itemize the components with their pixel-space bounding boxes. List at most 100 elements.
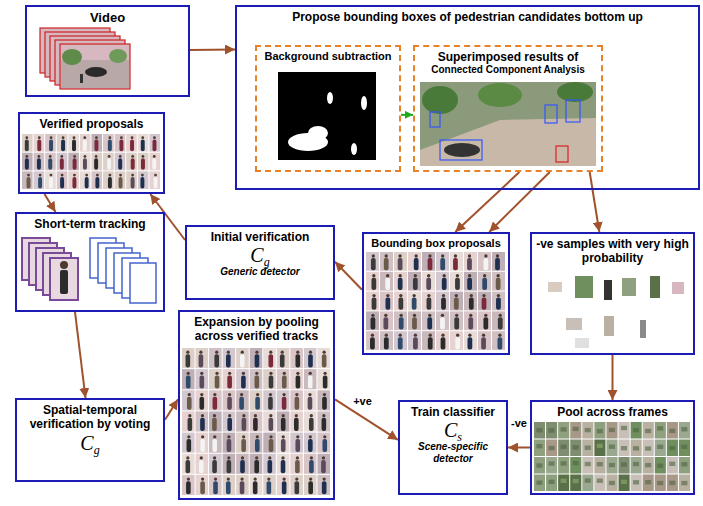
image-tile [594, 457, 605, 474]
pedestrian-figure [253, 418, 258, 431]
image-tile [464, 292, 477, 311]
image-tile [250, 369, 263, 389]
pedestrian-figure [38, 177, 42, 189]
pedestrian-figure [242, 418, 247, 431]
pedestrian-head [142, 155, 145, 158]
image-tile [366, 311, 379, 330]
pedestrian-figure [454, 298, 459, 310]
image-tile [582, 422, 593, 439]
pedestrian-head [442, 294, 445, 297]
texture-stroke [561, 445, 567, 449]
stage-box: Background subtraction [255, 45, 401, 172]
texture-stroke [621, 480, 627, 484]
mask-blob [351, 143, 357, 155]
pedestrian-head [468, 274, 471, 277]
pedestrian-figure [468, 317, 473, 329]
scene-tree [478, 83, 522, 107]
pedestrian-head [441, 314, 444, 317]
image-tile [277, 348, 290, 368]
image-tile [209, 411, 222, 431]
pedestrian-head [73, 174, 76, 177]
pedestrian-head [73, 155, 76, 158]
image-tile [619, 422, 630, 439]
image-tile [546, 440, 557, 457]
pedestrian-figure [241, 439, 246, 452]
pedestrian-figure [227, 460, 232, 473]
image-tile [422, 311, 435, 330]
pedestrian-head [295, 393, 298, 396]
pedestrian-head [372, 254, 375, 257]
pedestrian-head [296, 435, 299, 438]
formula: Cg [80, 432, 99, 454]
pedestrian-figure [371, 317, 376, 329]
image-tile [196, 454, 209, 474]
pedestrian-figure [107, 158, 111, 170]
flow-arrow [455, 172, 519, 232]
image-tile [546, 475, 557, 492]
pedestrian-head [186, 351, 189, 354]
pedestrian-figure [268, 354, 273, 367]
pedestrian-head [308, 393, 311, 396]
texture-stroke [609, 428, 615, 432]
image-tile [380, 292, 393, 311]
pedestrian-figure [384, 258, 389, 270]
pedestrian-figure [427, 317, 432, 329]
image-tile [223, 475, 236, 495]
pedestrian-head [323, 435, 326, 438]
pedestrian-head [119, 155, 122, 158]
pedestrian-figure [212, 460, 217, 473]
pedestrian-head [201, 414, 204, 417]
pedestrian-head [484, 314, 487, 317]
image-tile [115, 134, 126, 152]
pedestrian-head [214, 477, 217, 480]
pedestrian-figure [240, 460, 245, 473]
image-tile [223, 411, 236, 431]
image-tile [223, 390, 236, 410]
pedestrian-figure [255, 439, 260, 452]
image-tile [236, 433, 249, 453]
pedestrian-figure [383, 317, 388, 329]
image-tile [236, 454, 249, 474]
pedestrian-head [200, 393, 203, 396]
pedestrian-head [141, 136, 144, 139]
pedestrian-figure [186, 375, 191, 388]
pedestrian-figure [442, 278, 447, 290]
texture-stroke [681, 427, 687, 431]
negative-samples [548, 276, 684, 348]
image-tile [394, 311, 407, 330]
pedestrian-figure [399, 317, 404, 329]
pedestrian-head [427, 274, 430, 277]
pedestrian-head [398, 254, 401, 257]
pedestrian-head [213, 393, 216, 396]
pedestrian-head [309, 351, 312, 354]
image-tile [464, 331, 477, 350]
image-tile [92, 171, 103, 189]
image-tile [679, 440, 690, 457]
texture-stroke [597, 429, 603, 433]
texture-stroke [561, 461, 567, 465]
pedestrian-head [228, 372, 231, 375]
pedestrian-head [323, 351, 326, 354]
texture-stroke [561, 427, 567, 431]
detector-note: Scene-specific detector [403, 441, 503, 465]
pedestrian-figure [94, 158, 98, 170]
image-tile [558, 440, 569, 457]
texture-stroke [573, 479, 579, 483]
pedestrian-head [201, 435, 204, 438]
image-tile [436, 292, 449, 311]
image-tile [57, 134, 68, 152]
pedestrian-head [255, 456, 258, 459]
image-tile [394, 272, 407, 291]
image-tile [534, 422, 545, 439]
pedestrian-head [213, 414, 216, 417]
image-tile [631, 440, 642, 457]
pedestrian-figure [398, 337, 403, 349]
pedestrian-head [310, 456, 313, 459]
formula: Cs [444, 419, 462, 441]
pedestrian-mosaic [182, 348, 330, 495]
texture-stroke [681, 462, 687, 466]
pedestrian-figure [385, 278, 390, 290]
texture-stroke [633, 480, 639, 484]
image-tile [57, 153, 68, 171]
